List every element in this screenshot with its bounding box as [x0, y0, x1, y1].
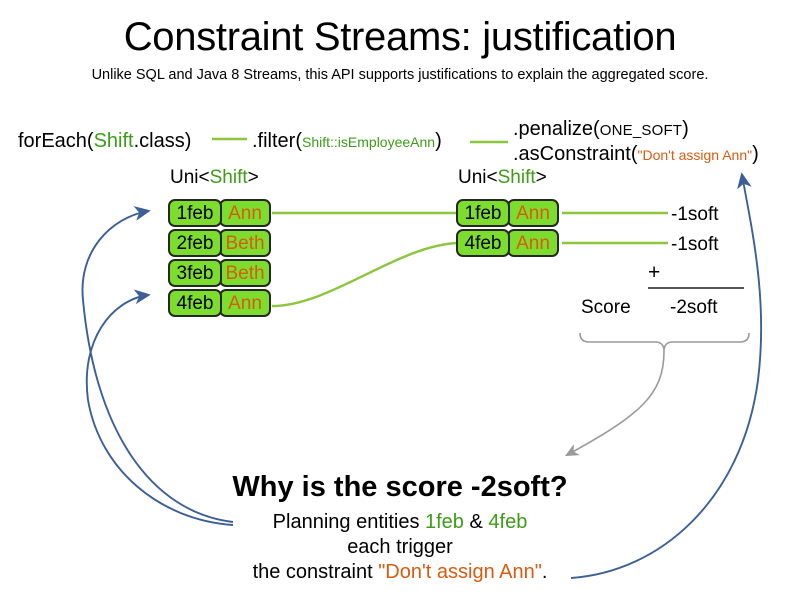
page-title: Constraint Streams: justification: [123, 15, 677, 59]
explanation-line-3: the constraint "Don't assign Ann".: [0, 560, 800, 585]
code-as-constraint: .asConstraint("Don't assign Ann"): [513, 142, 759, 167]
line3-suffix: .: [541, 561, 548, 583]
page-subtitle: Unlike SQL and Java 8 Streams, this API …: [91, 67, 709, 83]
tuple-date: 4feb: [456, 229, 510, 257]
tuple-employee: Beth: [219, 259, 271, 287]
line1-entity-b: 4feb: [488, 511, 528, 533]
line1-amp: &: [463, 511, 489, 533]
score-explanation-arrow: [564, 350, 665, 457]
tuple-date: 1feb: [168, 199, 222, 227]
score-brace: [579, 332, 750, 352]
filter-prefix: .filter(: [252, 130, 302, 152]
tuple-employee: Ann: [219, 289, 271, 317]
explanation-line-1: Planning entities 1feb & 4feb: [0, 510, 800, 535]
uni-right-suffix: >: [535, 167, 547, 188]
tuple-table-left: 1feb Ann 2feb Beth 3feb Beth 4feb Ann: [168, 199, 271, 317]
uni-left-prefix: Uni<: [170, 167, 210, 188]
tuple-date: 4feb: [168, 289, 222, 317]
tuple-date: 2feb: [168, 229, 222, 257]
tuple-employee: Beth: [219, 229, 271, 257]
filter-method-ref: Shift::isEmployeeAnn: [302, 134, 436, 150]
explanation-body: Planning entities 1feb & 4feb each trigg…: [0, 510, 800, 585]
line1-prefix: Planning entities: [272, 511, 425, 533]
table-row[interactable]: 1feb Ann: [456, 199, 559, 227]
score-impact-2: -1soft: [671, 234, 719, 255]
code-penalize: .penalize(ONE_SOFT): [513, 117, 689, 143]
score-total: -2soft: [670, 297, 718, 318]
tuple-date: 3feb: [168, 259, 222, 287]
table-row[interactable]: 2feb Beth: [168, 229, 271, 257]
explanation-heading: Why is the score -2soft?: [232, 471, 568, 503]
tuple-employee: Ann: [219, 199, 271, 227]
sum-operator: +: [648, 261, 661, 284]
foreach-type: Shift: [93, 130, 134, 152]
sum-rule-line: [648, 287, 744, 289]
stream-header-left: Uni<Shift>: [170, 167, 259, 189]
foreach-prefix: forEach(: [18, 130, 94, 152]
filter-suffix: ): [435, 130, 442, 152]
score-label: Score: [581, 297, 631, 318]
penalize-prefix: .penalize(: [513, 118, 600, 140]
table-row[interactable]: 1feb Ann: [168, 199, 271, 227]
uni-left-type: Shift: [209, 167, 248, 188]
line3-prefix: the constraint: [252, 561, 379, 583]
tuple-employee: Ann: [507, 199, 559, 227]
penalize-score-level: ONE_SOFT: [599, 122, 683, 139]
tuple-employee: Ann: [507, 229, 559, 257]
foreach-suffix: .class): [133, 130, 192, 152]
table-row[interactable]: 3feb Beth: [168, 259, 271, 287]
uni-right-prefix: Uni<: [458, 167, 498, 188]
uni-left-suffix: >: [247, 167, 259, 188]
table-row[interactable]: 4feb Ann: [168, 289, 271, 317]
score-impact-1: -1soft: [671, 204, 719, 225]
line3-constraint: "Don't assign Ann": [378, 561, 542, 583]
tuple-date: 1feb: [456, 199, 510, 227]
line1-entity-a: 1feb: [425, 511, 464, 533]
tuple-table-right: 1feb Ann 4feb Ann: [456, 199, 559, 257]
penalize-suffix: ): [682, 118, 689, 140]
as-constraint-prefix: .asConstraint(: [513, 143, 638, 165]
as-constraint-name: "Don't assign Ann": [637, 147, 753, 163]
tuple-connector-4feb: [271, 241, 457, 308]
code-filter: .filter(Shift::isEmployeeAnn): [252, 129, 442, 154]
explanation-line-2: each trigger: [347, 536, 453, 558]
uni-right-type: Shift: [497, 167, 536, 188]
table-row[interactable]: 4feb Ann: [456, 229, 559, 257]
code-foreach: forEach(Shift.class): [18, 129, 191, 153]
stream-header-right: Uni<Shift>: [458, 167, 547, 189]
as-constraint-suffix: ): [752, 143, 759, 165]
